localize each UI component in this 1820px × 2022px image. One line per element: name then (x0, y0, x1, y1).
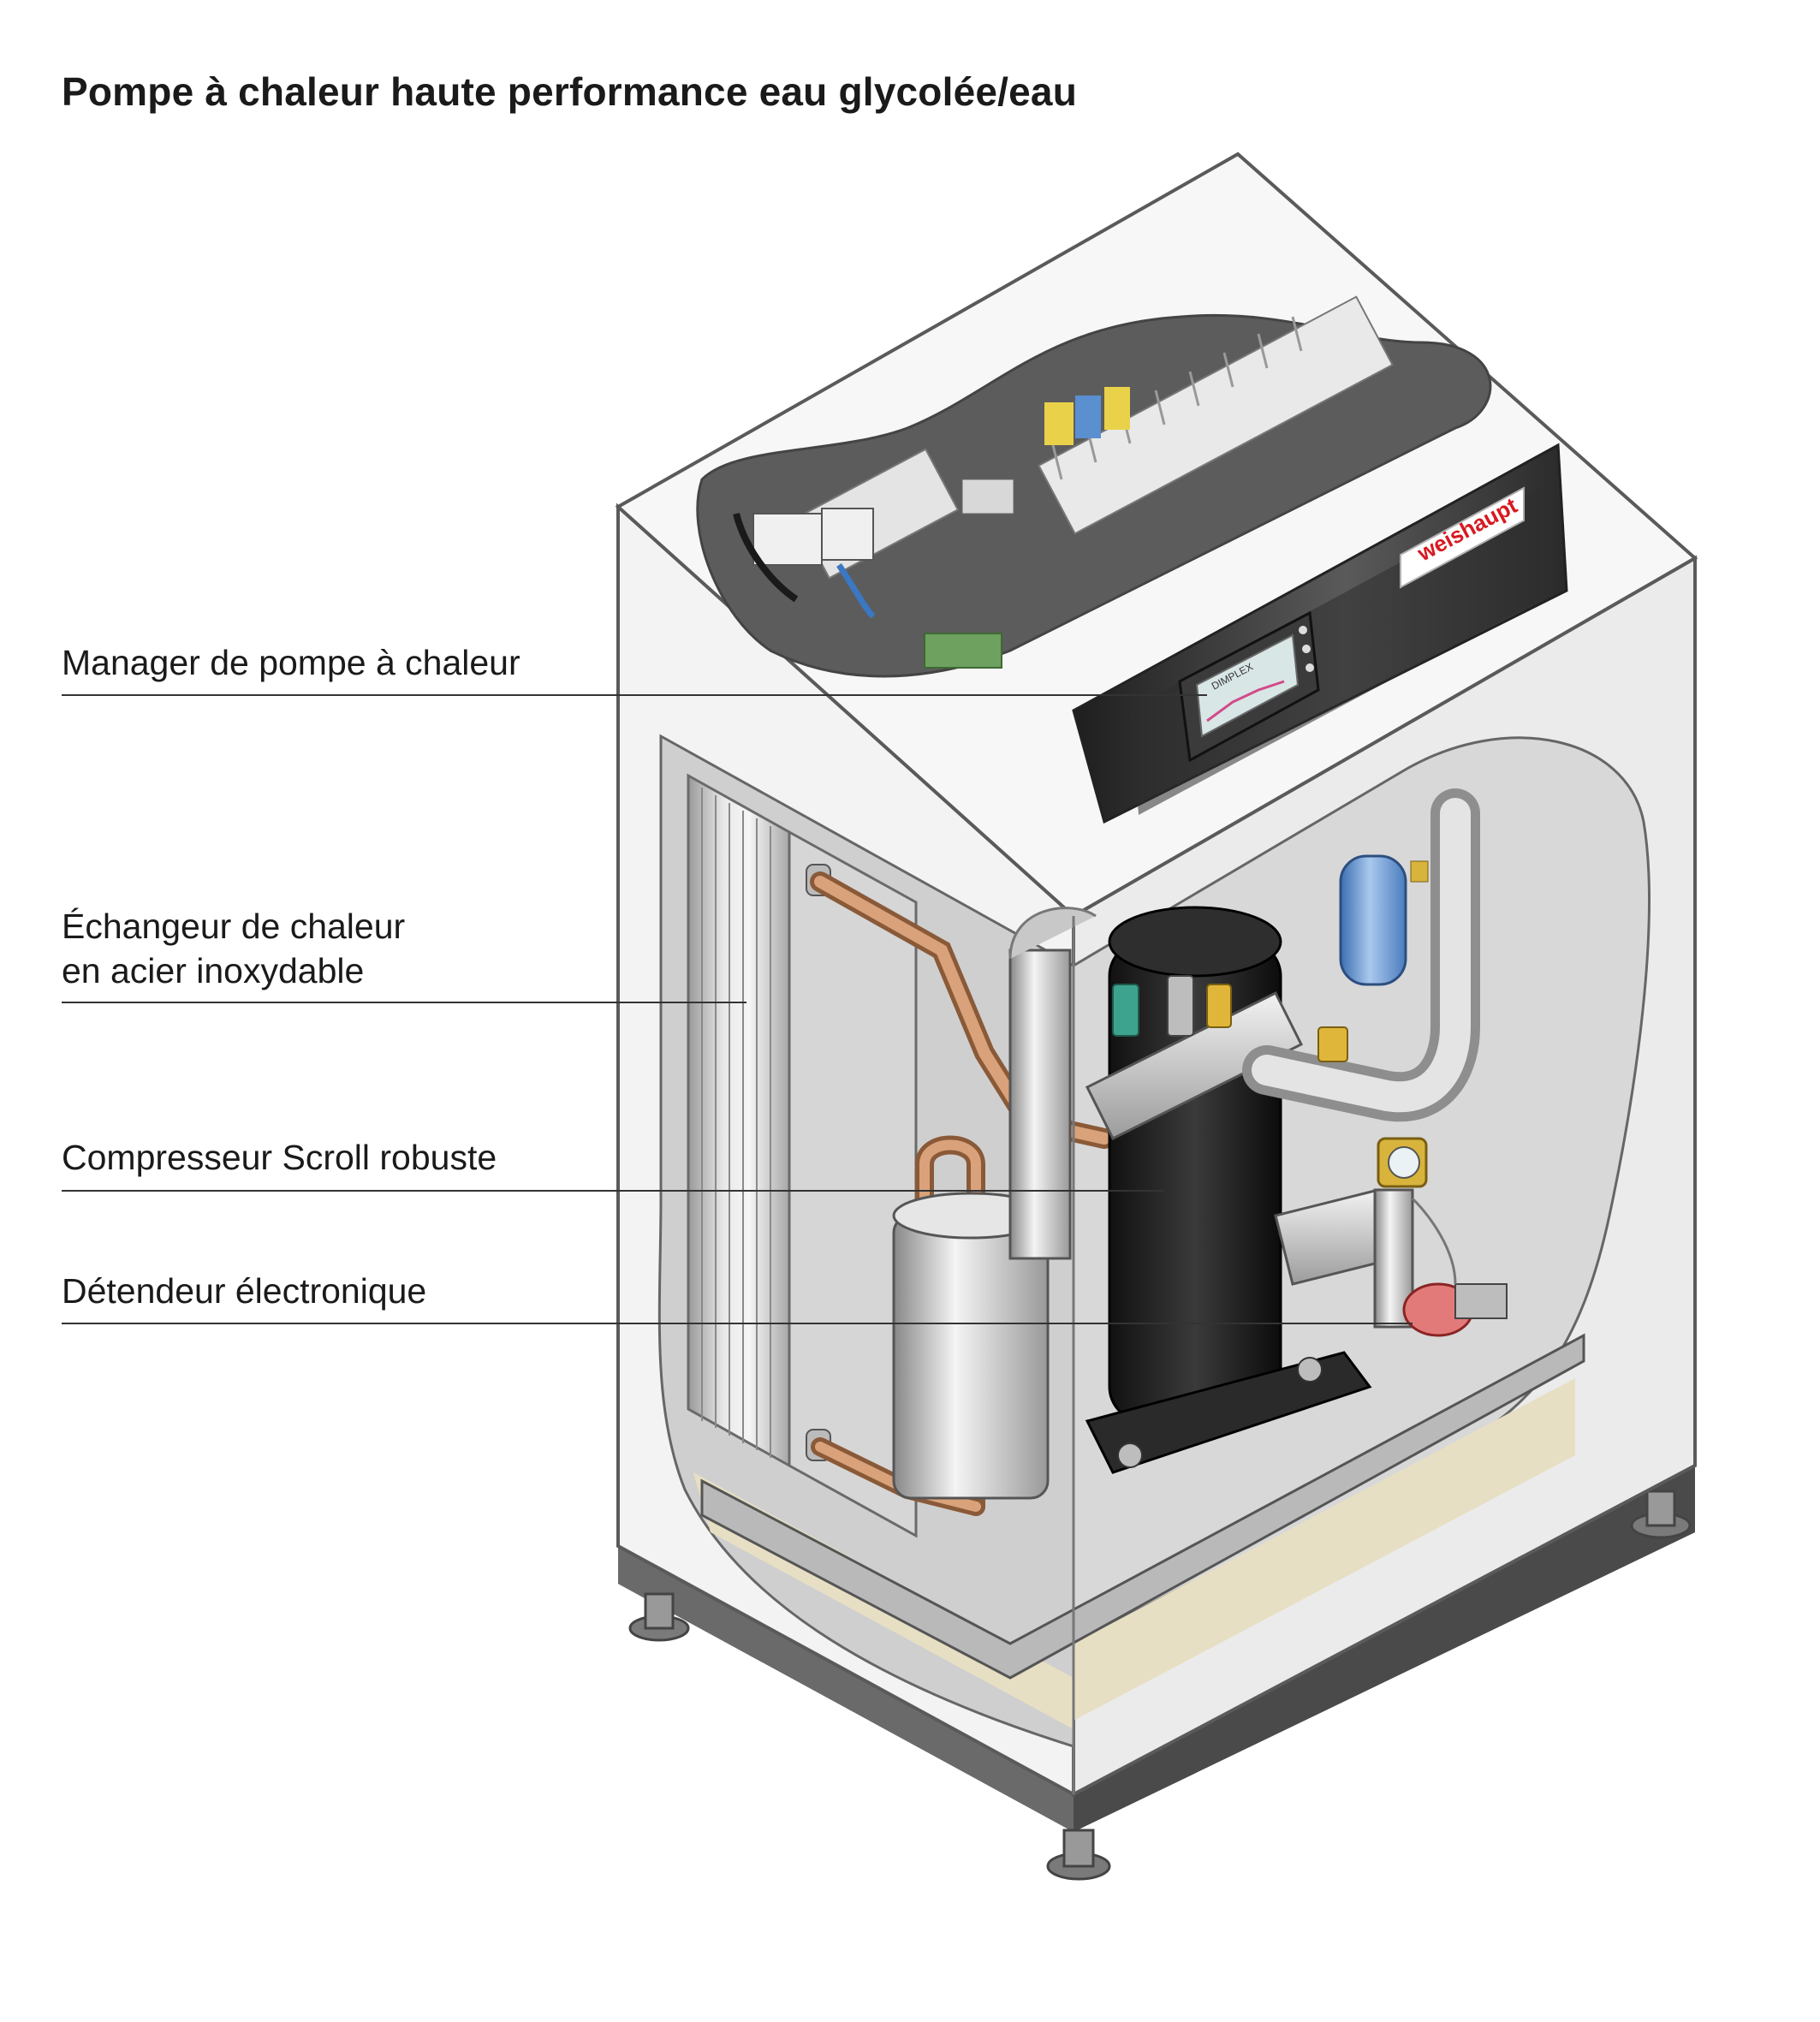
sight-glass (1377, 1137, 1428, 1188)
filter-drier (1339, 854, 1429, 986)
pressure-sensors (1112, 975, 1348, 1062)
callout-heat-pump-manager: Manager de pompe à chaleur (62, 640, 520, 685)
suction-pipe (1008, 907, 1097, 1260)
page-title: Pompe à chaleur haute performance eau gl… (62, 69, 1077, 114)
callout-expansion-valve: Détendeur électronique (62, 1269, 426, 1313)
electronic-expansion-valve (1402, 1197, 1508, 1337)
adjustable-feet (628, 1490, 1692, 1881)
mounting-base-plate (700, 1333, 1585, 1680)
callout-label: Compresseur Scroll robuste (62, 1138, 497, 1177)
callout-label: Détendeur électronique (62, 1271, 427, 1311)
plate-heat-exchanger (687, 773, 918, 1538)
control-cabinet-internals (733, 295, 1394, 669)
base-plinth (618, 1466, 1695, 1832)
callout-label: Manager de pompe à chaleur (62, 643, 520, 682)
callout-label: Échangeur de chaleur (62, 907, 406, 946)
callout-scroll-compressor: Compresseur Scroll robuste (62, 1135, 497, 1180)
callout-label: en acier inoxydable (62, 951, 365, 990)
heat-pump-manager-display: DIMPLEX (1178, 610, 1320, 763)
callout-heat-exchanger: Échangeur de chaleur en acier inoxydable (62, 904, 405, 993)
callout-leader-lines (62, 694, 1413, 1324)
liquid-line (1274, 1188, 1414, 1329)
